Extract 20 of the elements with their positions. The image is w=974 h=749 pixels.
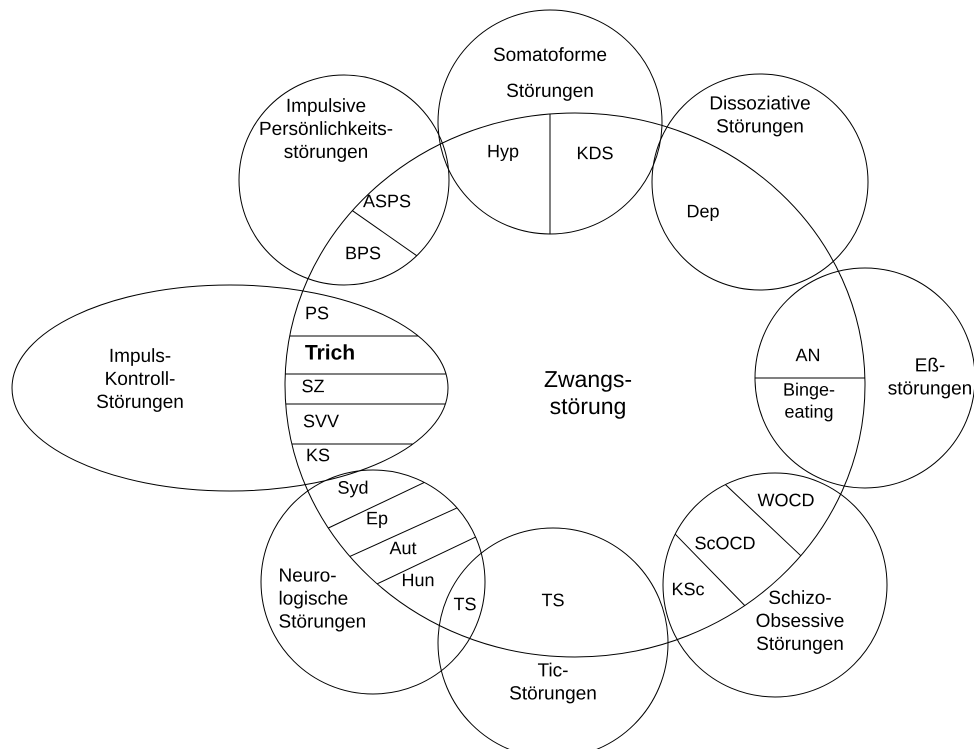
region-label: Binge- eating <box>784 382 834 422</box>
region-label: BPS <box>346 246 380 260</box>
region-label: KS <box>307 448 330 462</box>
region-label: Ep <box>367 512 388 528</box>
region-label: Aut <box>390 542 416 554</box>
region-label: Dep <box>688 204 719 222</box>
region-label: ScOCD <box>695 536 755 550</box>
region-label: Hyp <box>488 144 518 162</box>
region-label: Hun <box>402 574 434 586</box>
region-label: PS <box>306 306 328 320</box>
region-label: TS <box>542 594 564 606</box>
region-label: TS <box>454 598 476 610</box>
region-label: KDS <box>578 146 613 160</box>
region-label: KSc <box>672 582 704 596</box>
region-label: Trich <box>305 344 354 360</box>
region-label: WOCD <box>758 494 814 506</box>
region-label: AN <box>796 348 820 362</box>
region-label: SZ <box>302 380 324 392</box>
region-label: ASPS <box>363 194 410 208</box>
region-label: SVV <box>304 414 339 428</box>
